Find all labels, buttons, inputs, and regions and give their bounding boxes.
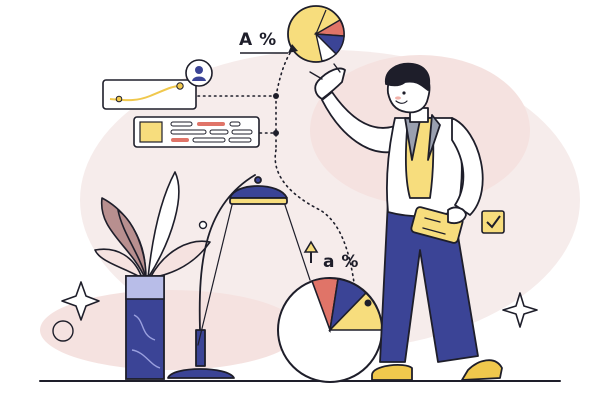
connector-dot-1 xyxy=(273,93,279,99)
line-chart-card xyxy=(102,79,197,110)
person xyxy=(309,62,503,381)
top-pointer-arrow xyxy=(288,44,298,53)
user-icon xyxy=(185,59,213,87)
plant-leaves xyxy=(94,171,211,279)
checkbox-icon xyxy=(481,210,505,234)
lamp-joint xyxy=(198,220,208,230)
top-pie-chart xyxy=(287,5,345,63)
deco-circle xyxy=(52,320,74,342)
bottom-metric-label: a % xyxy=(323,252,359,272)
dotted-connectors xyxy=(197,49,356,291)
arrow-up-icon xyxy=(303,240,319,263)
document-card xyxy=(133,116,260,148)
sparkle-icon xyxy=(61,281,100,321)
top-metric-label: A % xyxy=(239,30,277,50)
floor-lamp xyxy=(167,174,311,379)
bottom-pie-chart xyxy=(277,277,383,383)
vase xyxy=(125,275,165,380)
sparkle-icon-right xyxy=(502,292,538,328)
connector-dot-2 xyxy=(273,130,279,136)
